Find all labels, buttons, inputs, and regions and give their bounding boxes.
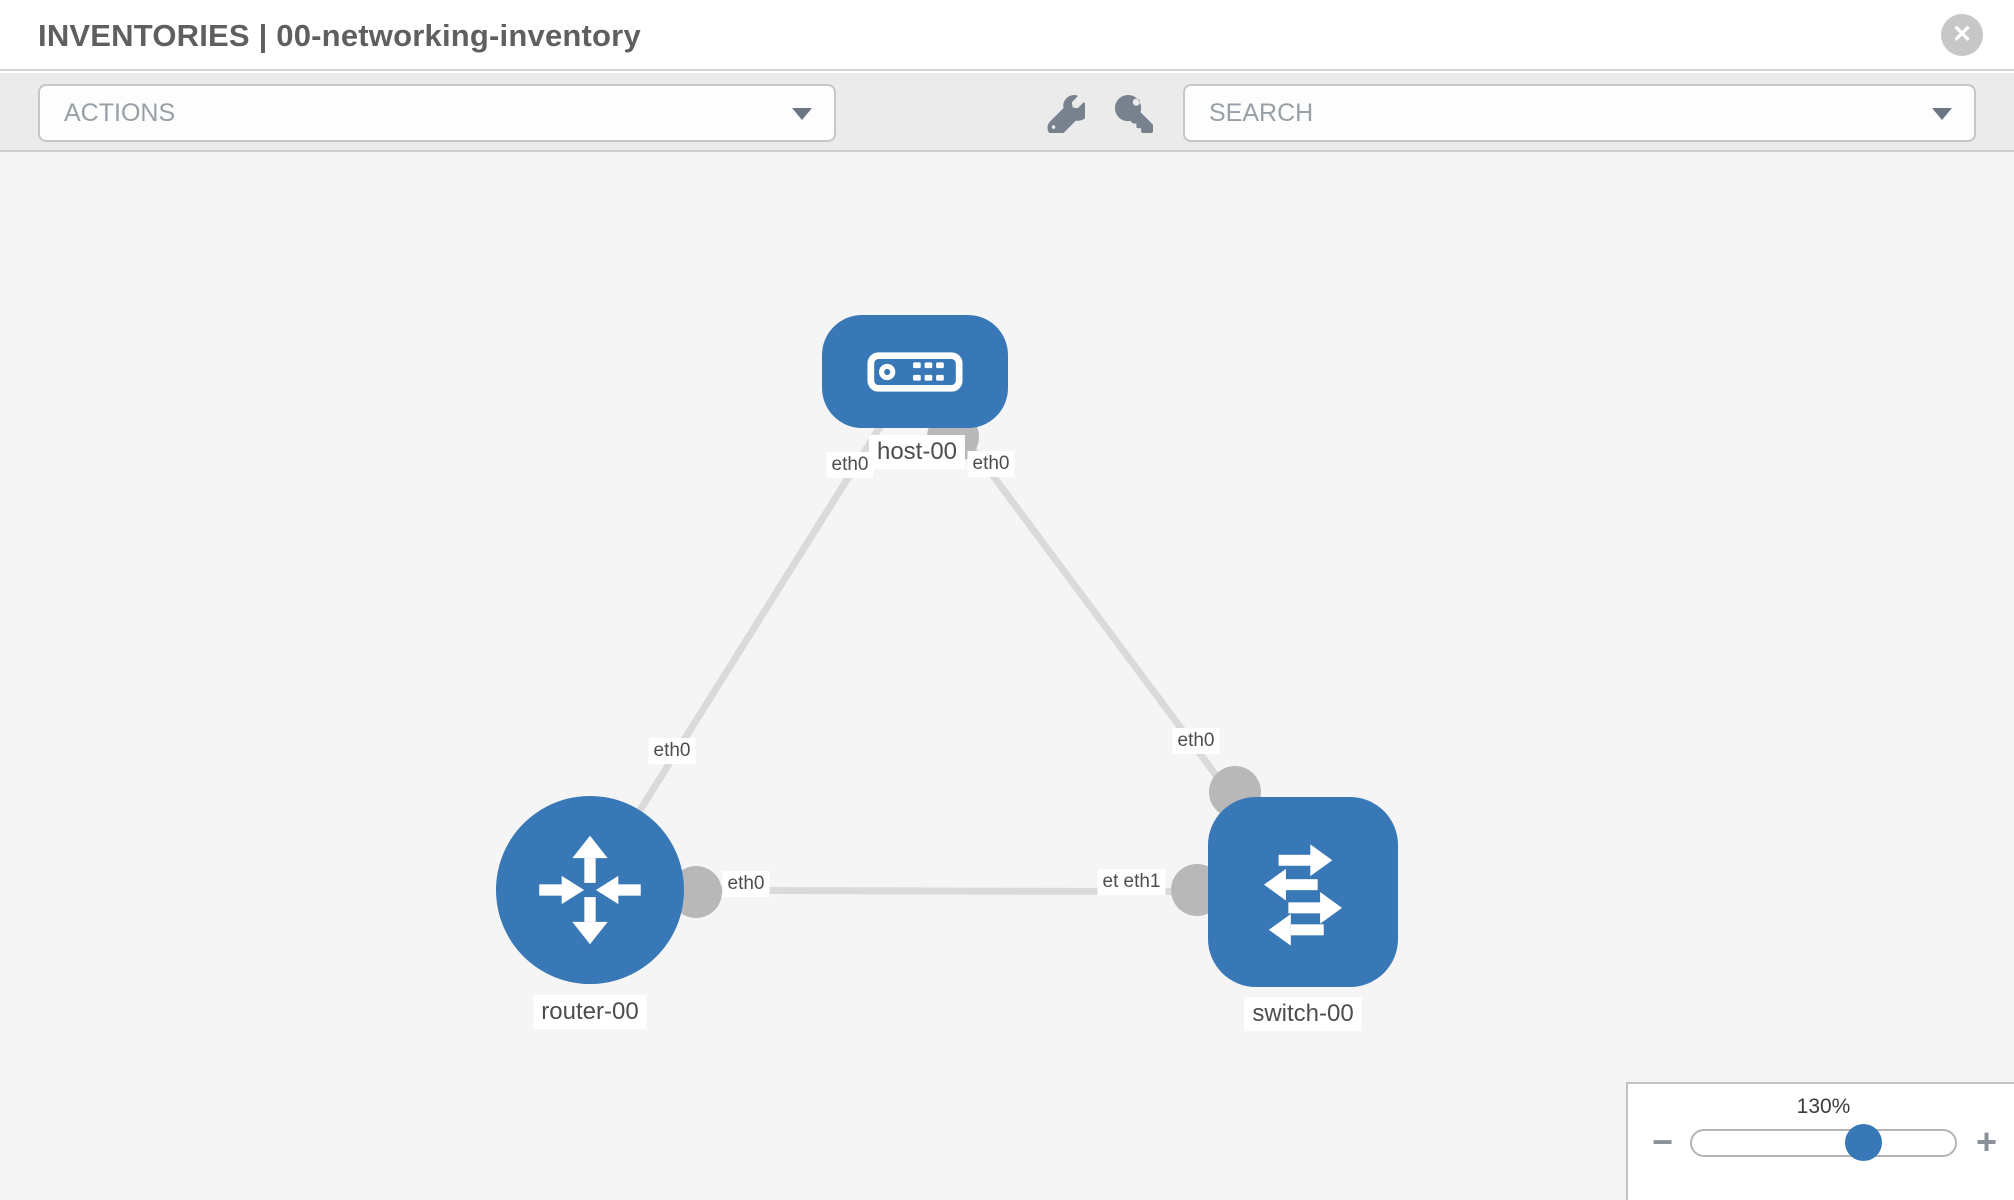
port-label-switch-eth1: eth1 (1118, 869, 1166, 895)
close-icon: ✕ (1951, 21, 1973, 48)
host-icon (867, 351, 963, 392)
chevron-down-icon (1932, 108, 1952, 120)
topology-wires (587, 368, 1306, 918)
close-button[interactable]: ✕ (1941, 14, 1983, 56)
node-switch-00[interactable] (1208, 797, 1398, 987)
wrench-icon (1047, 95, 1088, 137)
port-label-host-eth0-left: eth0 (826, 452, 874, 478)
configure-button[interactable] (1047, 95, 1088, 137)
node-host-00[interactable] (822, 315, 1008, 428)
actions-dropdown[interactable]: ACTIONS (38, 84, 836, 142)
node-label-router: router-00 (533, 995, 647, 1029)
plus-icon: + (1976, 1121, 1998, 1162)
topology-canvas[interactable]: host-00 router-00 switch-00 eth0 eth0 et… (0, 152, 2014, 1200)
port-label-router-eth0-up: eth0 (648, 738, 696, 764)
zoom-in-button[interactable]: + (1976, 1122, 1997, 1162)
port-label-host-eth0-right: eth0 (967, 451, 1015, 477)
zoom-panel: 130% − + (1626, 1082, 2014, 1200)
zoom-level-value: 130% (1796, 1095, 1851, 1118)
port-label-switch-eth0: eth0 (1172, 728, 1220, 754)
switch-icon (1263, 844, 1343, 946)
search-dropdown-label: SEARCH (1209, 98, 1314, 127)
actions-dropdown-label: ACTIONS (64, 98, 176, 127)
zoom-out-button[interactable]: − (1652, 1122, 1673, 1162)
key-icon (1115, 95, 1153, 133)
credentials-button[interactable] (1115, 95, 1153, 133)
page-title: INVENTORIES | 00-networking-inventory (38, 18, 641, 53)
node-label-switch: switch-00 (1244, 997, 1362, 1031)
header-bar: INVENTORIES | 00-networking-inventory ✕ (0, 0, 2014, 71)
node-label-host: host-00 (868, 435, 966, 469)
search-dropdown[interactable]: SEARCH (1183, 84, 1976, 142)
minus-icon: − (1652, 1121, 1674, 1162)
zoom-slider-track[interactable] (1690, 1124, 1957, 1161)
node-router-00[interactable] (496, 796, 684, 984)
zoom-slider-handle[interactable] (1845, 1124, 1882, 1161)
port-label-router-eth0: eth0 (722, 871, 770, 897)
router-icon (539, 835, 641, 945)
chevron-down-icon (792, 108, 812, 120)
toolbar: ACTIONS SEARCH (0, 73, 2014, 152)
